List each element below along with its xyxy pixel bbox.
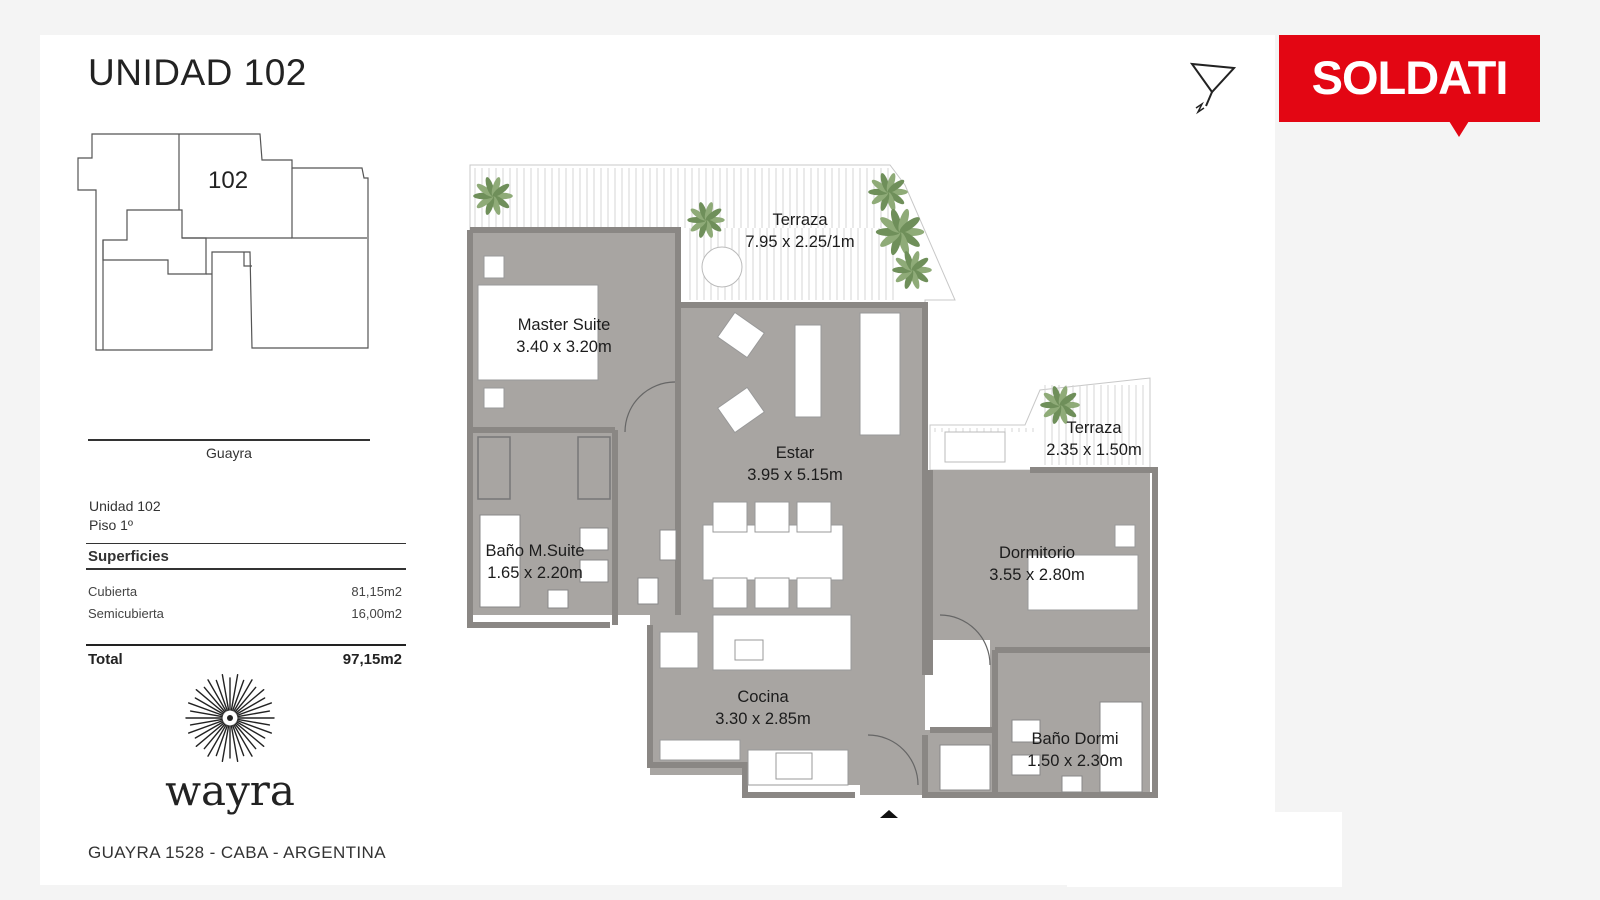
- logo-ray: [203, 723, 226, 750]
- total-value: 97,15m2: [342, 651, 402, 668]
- brand-logo-pointer: [1449, 121, 1469, 137]
- logo-ray: [233, 679, 253, 712]
- surfaces-rule: [86, 568, 406, 570]
- logo-ray: [236, 721, 266, 739]
- logo-ray: [236, 697, 266, 715]
- logo-ray: [187, 720, 224, 734]
- logo-ray: [194, 721, 224, 739]
- surface-value: 16,00m2: [351, 606, 402, 621]
- logo-ray: [230, 673, 239, 711]
- unit-info: Unidad 102 Piso 1º: [89, 497, 161, 535]
- unit-floor: Piso 1º: [89, 517, 134, 533]
- key-plan-unit-label: 102: [208, 167, 249, 194]
- logo-ray: [189, 710, 223, 718]
- logo-ray: [221, 725, 230, 763]
- blank-area: [1067, 812, 1342, 887]
- logo-ray: [207, 724, 227, 757]
- logo-ray: [236, 702, 273, 716]
- surface-label: Semicubierta: [88, 606, 164, 621]
- logo-ray: [189, 718, 223, 726]
- logo-ray: [207, 679, 227, 712]
- logo-ray: [234, 723, 257, 750]
- logo-ray: [194, 697, 224, 715]
- surfaces-title: Superficies: [88, 548, 169, 565]
- logo-ray: [215, 679, 228, 712]
- logo-ray: [187, 702, 224, 716]
- surface-row: Semicubierta 16,00m2: [88, 606, 402, 621]
- page-title: UNIDAD 102: [88, 52, 307, 93]
- surface-value: 81,15m2: [351, 584, 402, 599]
- logo-ray: [234, 686, 257, 713]
- surfaces-top-rule: [86, 543, 406, 544]
- logo-ray: [232, 679, 245, 712]
- sunburst-logo-icon: [185, 673, 275, 763]
- logo-ray: [235, 722, 265, 747]
- logo-ray: [195, 689, 225, 714]
- logo-ray: [232, 724, 245, 757]
- logo-ray: [233, 724, 253, 757]
- north-arrow-icon: [1189, 62, 1237, 115]
- surface-label: Cubierta: [88, 584, 138, 599]
- key-plan: [77, 133, 369, 351]
- unit-number: Unidad 102: [89, 498, 161, 514]
- total-label: Total: [88, 651, 123, 668]
- logo-ray: [221, 673, 230, 711]
- logo-ray: [230, 725, 239, 763]
- total-row: Total 97,15m2: [88, 651, 402, 668]
- logo-ray: [237, 710, 271, 718]
- logo-ray: [237, 718, 271, 726]
- address: GUAYRA 1528 - CABA - ARGENTINA: [88, 843, 386, 862]
- total-rule: [86, 644, 406, 646]
- logo-ray: [195, 722, 225, 747]
- logo-ray: [215, 724, 228, 757]
- brand-logo: SOLDATI: [1279, 35, 1540, 122]
- logo-ray: [203, 686, 226, 713]
- surface-row: Cubierta 81,15m2: [88, 584, 402, 599]
- logo-ray: [235, 689, 265, 714]
- logo-ray: [236, 720, 273, 734]
- street-line: [88, 439, 370, 441]
- street-name: Guayra: [206, 445, 252, 461]
- logo-wordmark: wayra: [165, 766, 295, 815]
